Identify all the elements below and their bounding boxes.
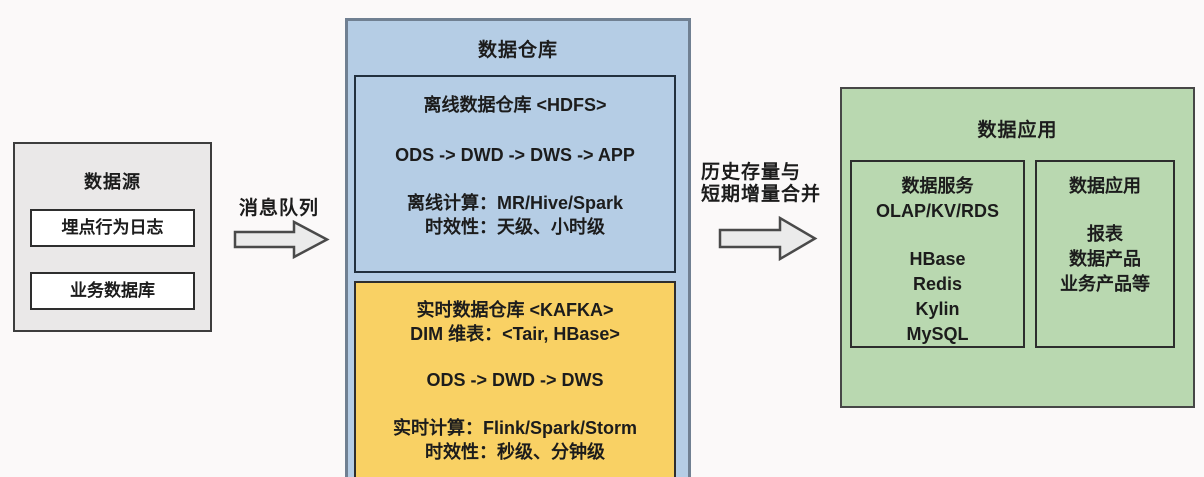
offline-warehouse-box: 离线数据仓库 <HDFS> ODS -> DWD -> DWS -> APP 离… xyxy=(354,75,676,273)
service-item: Redis xyxy=(912,274,963,294)
apps-item: 数据产品 xyxy=(1069,249,1141,269)
data-warehouse-title: 数据仓库 xyxy=(477,40,558,61)
service-item: HBase xyxy=(909,249,966,269)
source-item-business-db: 业务数据库 xyxy=(30,272,195,310)
realtime-line: ODS -> DWD -> DWS xyxy=(426,370,604,390)
offline-line: 时效性：天级、小时级 xyxy=(425,217,605,237)
data-apps-box: 数据应用 报表 数据产品 业务产品等 xyxy=(1035,160,1175,348)
data-warehouse-box: 数据仓库 离线数据仓库 <HDFS> ODS -> DWD -> DWS -> … xyxy=(345,18,691,477)
offline-line: 离线计算：MR/Hive/Spark xyxy=(406,193,624,213)
message-queue-label: 消息队列 xyxy=(238,198,319,219)
realtime-line: 实时数据仓库 <KAFKA> xyxy=(416,300,614,320)
service-item: MySQL xyxy=(906,324,969,344)
data-service-box: 数据服务 OLAP/KV/RDS HBase Redis Kylin MySQL xyxy=(850,160,1025,348)
realtime-warehouse-box: 实时数据仓库 <KAFKA> DIM 维表：<Tair, HBase> ODS … xyxy=(354,281,676,477)
offline-line: 离线数据仓库 <HDFS> xyxy=(423,95,607,115)
merge-label-line2: 短期增量合并 xyxy=(701,184,822,205)
right-arrow-icon xyxy=(718,215,818,262)
apps-title: 数据应用 xyxy=(1069,176,1141,196)
realtime-line: 时效性：秒级、分钟级 xyxy=(425,442,605,462)
right-arrow-icon xyxy=(233,219,330,260)
realtime-line: DIM 维表：<Tair, HBase> xyxy=(410,324,620,344)
merge-label: 历史存量与 短期增量合并 xyxy=(701,162,821,206)
service-subtitle: OLAP/KV/RDS xyxy=(875,201,999,221)
apps-item: 报表 xyxy=(1087,224,1123,244)
data-source-title: 数据源 xyxy=(84,172,141,192)
data-application-title: 数据应用 xyxy=(977,120,1058,141)
source-item-tracking-log: 埋点行为日志 xyxy=(30,209,195,247)
realtime-line: 实时计算：Flink/Spark/Storm xyxy=(392,418,638,438)
merge-label-line1: 历史存量与 xyxy=(701,162,802,183)
data-application-box: 数据应用 数据服务 OLAP/KV/RDS HBase Redis Kylin … xyxy=(840,87,1195,408)
service-title: 数据服务 xyxy=(901,176,974,196)
data-source-box: 数据源 埋点行为日志 业务数据库 xyxy=(13,142,212,332)
offline-line: ODS -> DWD -> DWS -> APP xyxy=(395,145,635,165)
apps-item: 业务产品等 xyxy=(1060,274,1150,294)
service-item: Kylin xyxy=(915,299,960,319)
